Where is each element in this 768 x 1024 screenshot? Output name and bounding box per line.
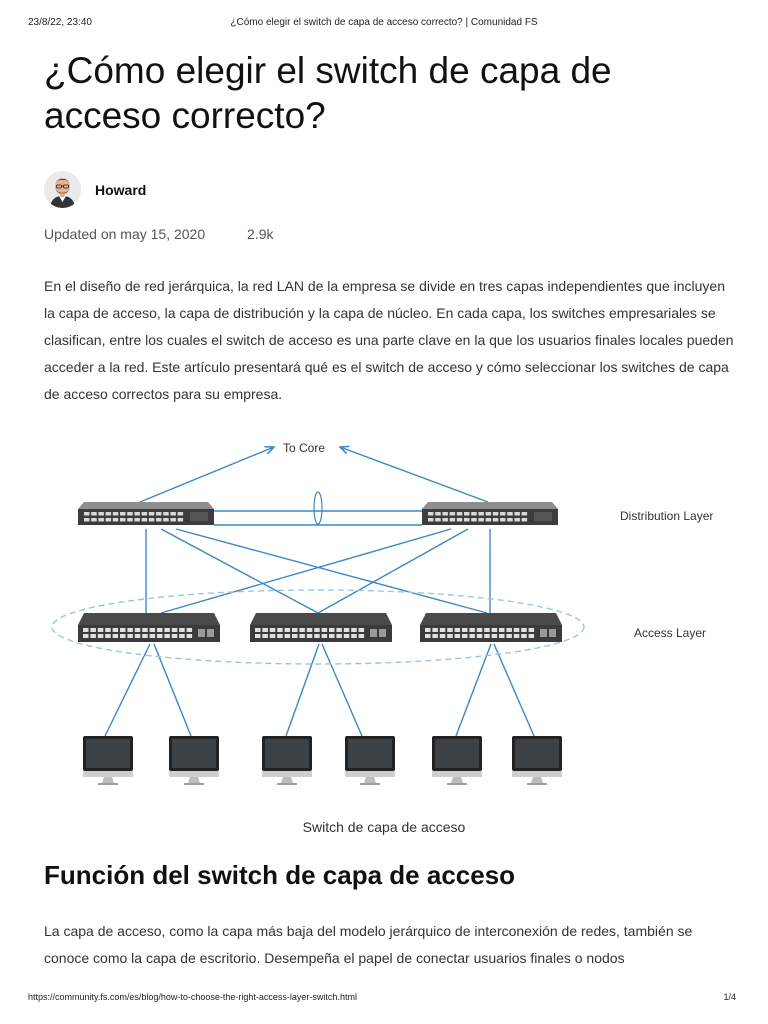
link-to-core-right	[340, 447, 489, 503]
access-switch-right	[420, 613, 562, 642]
link-lines	[104, 447, 535, 737]
link-al-pc2	[153, 643, 192, 737]
computer-5	[432, 736, 482, 785]
link-dl-am	[160, 528, 319, 614]
author-avatar-image	[44, 171, 81, 208]
link-dl-ar	[175, 528, 488, 614]
distribution-switches	[78, 502, 558, 525]
author-block: Howard	[44, 171, 146, 208]
author-name[interactable]: Howard	[95, 181, 147, 198]
article-meta: Updated on may 15, 2020 2.9k	[44, 226, 273, 242]
updated-date: Updated on may 15, 2020	[44, 226, 206, 242]
computer-1	[83, 736, 133, 785]
link-am-pc4	[321, 643, 363, 737]
distribution-switch-right	[422, 502, 558, 525]
figure-caption: Switch de capa de acceso	[302, 819, 466, 835]
link-ar-pc5	[455, 643, 492, 737]
distribution-switch-left	[78, 502, 214, 525]
end-user-computers	[83, 736, 562, 785]
access-switch-left	[78, 613, 220, 642]
author-avatar[interactable]	[44, 171, 81, 208]
intro-paragraph: En el diseño de red jerárquica, la red L…	[44, 278, 734, 402]
computer-2	[169, 736, 219, 785]
computer-6	[512, 736, 562, 785]
link-dr-am	[317, 528, 469, 614]
access-switch-middle	[250, 613, 392, 642]
distribution-layer-label: Distribution Layer	[620, 509, 713, 523]
access-layer-ellipse	[51, 589, 585, 665]
link-al-pc1	[104, 643, 151, 737]
print-url: https://community.fs.com/es/blog/how-to-…	[28, 992, 357, 1002]
link-am-pc3	[285, 643, 320, 737]
view-count: 2.9k	[247, 226, 274, 242]
section-heading: Función del switch de capa de acceso	[44, 860, 516, 890]
access-layer-label: Access Layer	[634, 626, 706, 640]
to-core-label: To Core	[283, 441, 325, 455]
article-title: ¿Cómo elegir el switch de capa de acceso…	[44, 50, 612, 136]
computer-4	[345, 736, 395, 785]
link-ar-pc6	[493, 643, 535, 737]
link-aggregation-ring	[313, 491, 323, 525]
link-to-core-left	[139, 447, 274, 503]
section-paragraph: La capa de acceso, como la capa más baja…	[44, 923, 693, 966]
print-doc-title: ¿Cómo elegir el switch de capa de acceso…	[230, 17, 538, 28]
print-date: 23/8/22, 23:40	[28, 17, 92, 28]
link-dr-al	[160, 528, 452, 614]
access-switches	[78, 613, 562, 642]
network-diagram: To Core Distribution Layer Access Layer	[51, 441, 713, 785]
computer-3	[262, 736, 312, 785]
page-number: 1/4	[723, 992, 736, 1002]
